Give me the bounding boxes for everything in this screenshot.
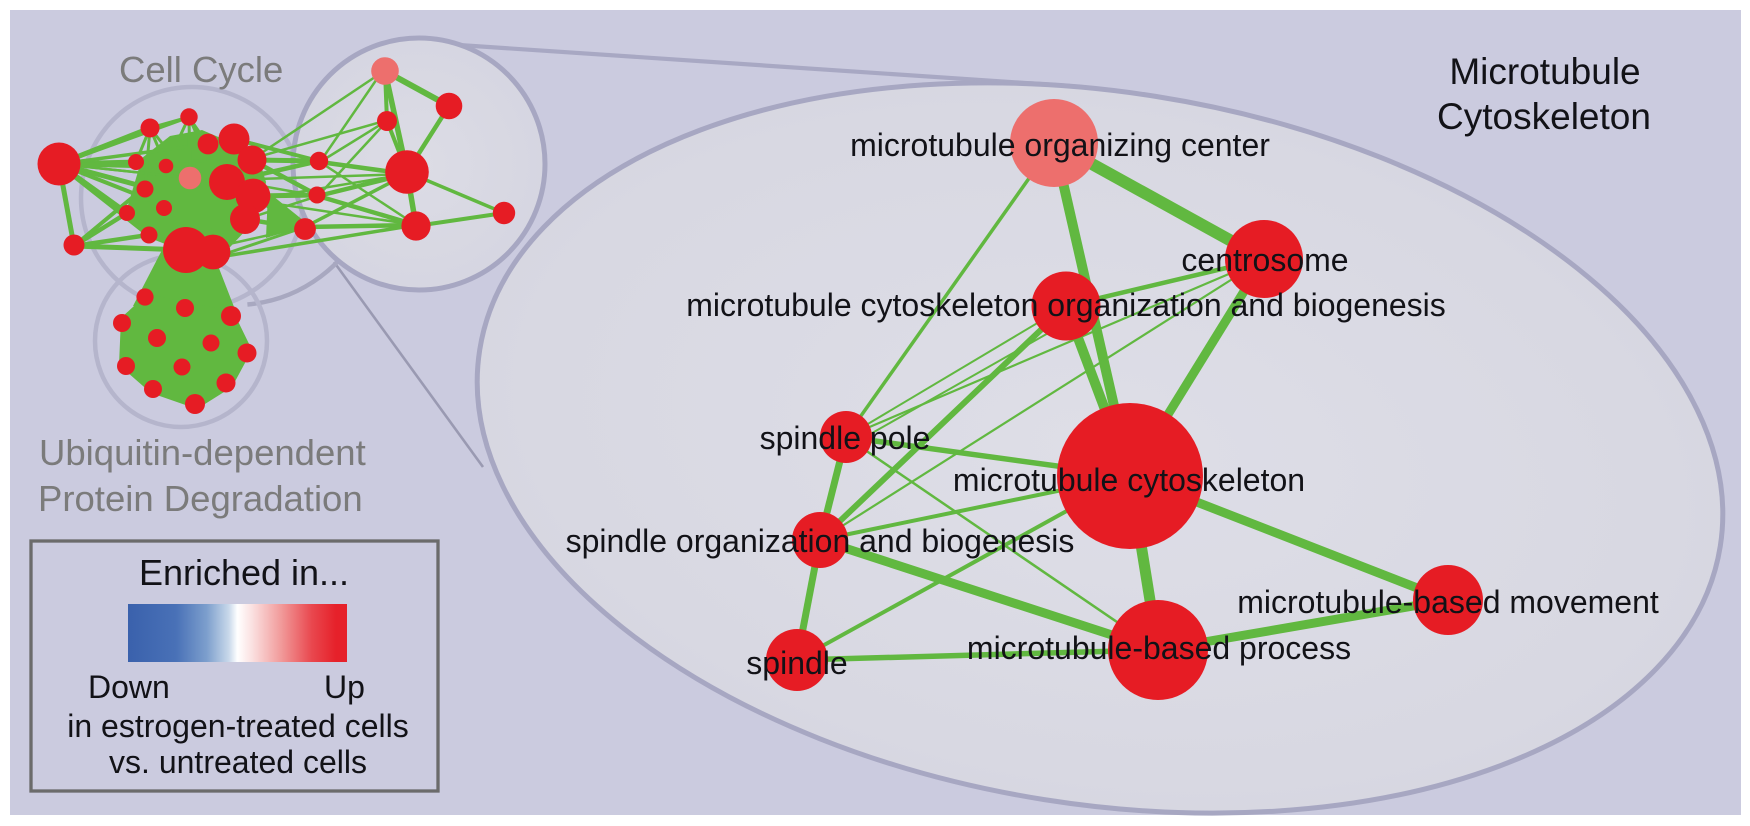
svg-text:microtubule-based movement: microtubule-based movement <box>1237 584 1659 620</box>
svg-text:Protein Degradation: Protein Degradation <box>38 478 363 519</box>
svg-text:spindle pole: spindle pole <box>760 420 931 456</box>
svg-text:Cell Cycle: Cell Cycle <box>119 49 283 90</box>
svg-text:microtubule-based process: microtubule-based process <box>967 630 1351 666</box>
svg-text:microtubule organizing center: microtubule organizing center <box>850 127 1270 163</box>
svg-text:Cytoskeleton: Cytoskeleton <box>1437 96 1651 137</box>
svg-text:Microtubule: Microtubule <box>1449 51 1640 92</box>
svg-text:centrosome: centrosome <box>1181 242 1348 278</box>
svg-text:microtubule cytoskeleton: microtubule cytoskeleton <box>953 462 1305 498</box>
svg-text:in estrogen-treated cells: in estrogen-treated cells <box>67 708 409 744</box>
svg-text:vs. untreated cells: vs. untreated cells <box>109 744 367 780</box>
svg-text:microtubule cytoskeleton organ: microtubule cytoskeleton organization an… <box>686 287 1446 323</box>
svg-text:Down: Down <box>88 669 170 705</box>
svg-text:Up: Up <box>324 669 365 705</box>
svg-text:spindle organization and bioge: spindle organization and biogenesis <box>566 523 1075 559</box>
svg-text:Ubiquitin-dependent: Ubiquitin-dependent <box>39 432 366 473</box>
svg-text:spindle: spindle <box>746 645 847 681</box>
svg-text:Enriched in...: Enriched in... <box>139 552 349 593</box>
